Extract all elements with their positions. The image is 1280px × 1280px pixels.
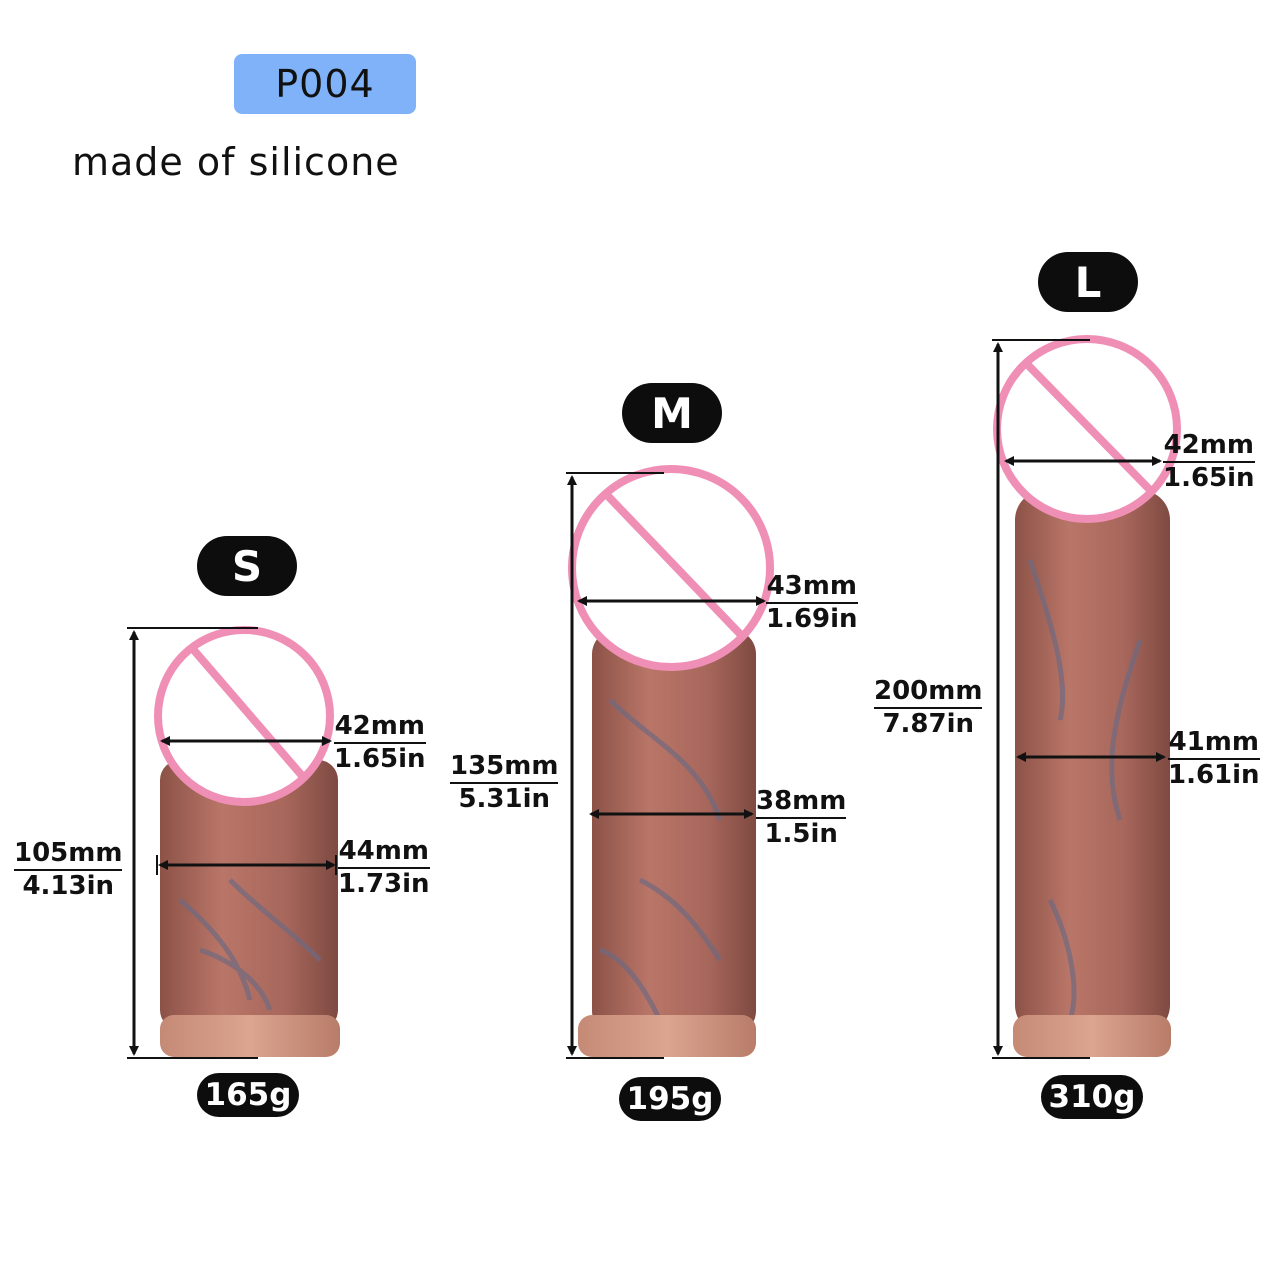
length-mm: 200mm	[874, 676, 983, 709]
shaft-diameter-l: 41mm 1.61in	[1168, 727, 1260, 791]
product-code-badge: P004	[234, 54, 416, 114]
tip-diameter-l: 42mm 1.65in	[1163, 430, 1255, 494]
tip-mm: 42mm	[1163, 430, 1255, 463]
shaft-diameter-m: 38mm 1.5in	[756, 786, 847, 850]
product-m	[578, 630, 756, 1057]
shaft-in: 1.61in	[1168, 760, 1260, 790]
length-dimension-m: 135mm 5.31in	[450, 751, 559, 815]
length-in: 7.87in	[882, 709, 975, 739]
weight-m: 195g	[619, 1077, 721, 1121]
dimension-arrow-icon	[566, 472, 766, 1059]
length-dimension-l: 200mm 7.87in	[874, 676, 983, 740]
length-in: 5.31in	[458, 784, 551, 814]
length-mm: 105mm	[14, 838, 123, 871]
size-label-l: L	[1038, 252, 1138, 312]
dimension-arrow-icon	[127, 627, 337, 1059]
tip-diameter-s: 42mm 1.65in	[334, 711, 426, 775]
tip-in: 1.65in	[1163, 463, 1255, 493]
length-mm: 135mm	[450, 751, 559, 784]
length-in: 4.13in	[22, 871, 115, 901]
tip-mm: 42mm	[334, 711, 426, 744]
shaft-in: 1.73in	[338, 869, 430, 899]
shaft-diameter-s: 44mm 1.73in	[338, 836, 430, 900]
dimension-arrow-icon	[992, 339, 1166, 1059]
tip-in: 1.69in	[766, 604, 858, 634]
tip-in: 1.65in	[334, 744, 426, 774]
tip-mm: 43mm	[766, 571, 858, 604]
censor-circle-icon	[154, 626, 334, 806]
shaft-mm: 41mm	[1168, 727, 1260, 760]
shaft-mm: 38mm	[756, 786, 847, 819]
censor-circle-icon	[568, 465, 774, 671]
censor-circle-icon	[993, 335, 1181, 523]
size-label-m: M	[622, 383, 722, 443]
weight-l: 310g	[1041, 1075, 1143, 1119]
size-label-s: S	[197, 536, 297, 596]
weight-s: 165g	[197, 1073, 299, 1117]
material-note: made of silicone	[72, 140, 400, 184]
length-dimension-s: 105mm 4.13in	[14, 838, 123, 902]
tip-diameter-m: 43mm 1.69in	[766, 571, 858, 635]
shaft-in: 1.5in	[764, 819, 838, 849]
product-l	[1013, 490, 1171, 1057]
shaft-mm: 44mm	[338, 836, 430, 869]
product-s	[160, 760, 340, 1057]
